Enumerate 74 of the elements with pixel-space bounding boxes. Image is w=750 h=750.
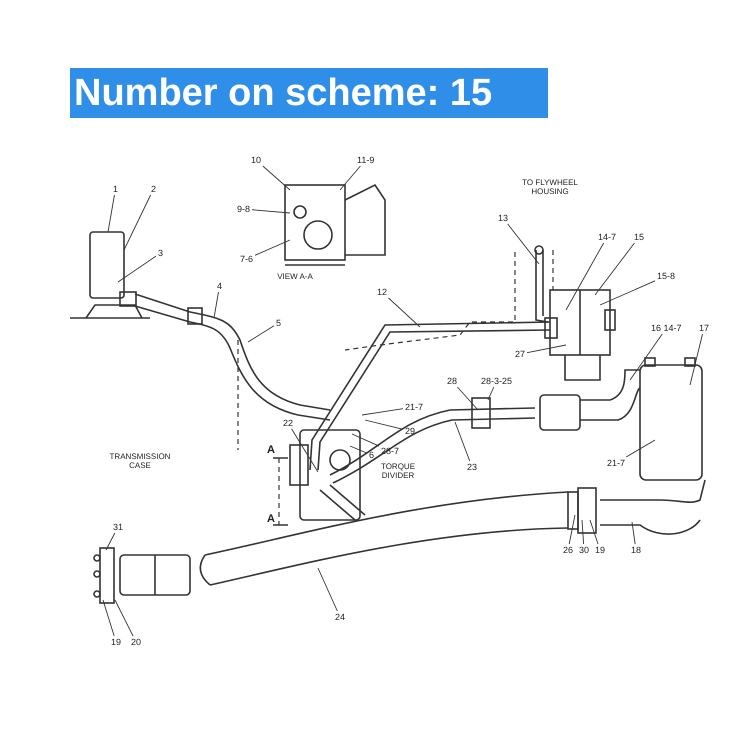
leader-line	[102, 600, 115, 636]
callout-number: 21-7	[606, 458, 626, 468]
callout-number: 7-6	[239, 254, 254, 264]
leader-line	[350, 446, 368, 454]
leader-line	[590, 520, 598, 544]
callout-number: 19	[110, 637, 122, 647]
callout-number: 2	[150, 184, 158, 194]
section-mark: A	[266, 515, 276, 524]
leader-line	[364, 420, 404, 430]
leader-line	[626, 440, 656, 458]
callout-number: 28	[446, 376, 458, 386]
callout-number: 18	[630, 545, 642, 555]
leader-line	[507, 224, 540, 264]
leader-line	[566, 242, 604, 310]
callout-number: 17	[698, 323, 710, 333]
callout-number: 22	[282, 418, 294, 428]
callout-number: 29	[404, 426, 416, 436]
leader-line	[106, 532, 116, 550]
callout-number: 26	[562, 545, 574, 555]
callout-number: 3	[157, 248, 164, 258]
leader-line	[632, 522, 636, 544]
callout-number: 4	[216, 281, 224, 291]
callout-number: 21-7	[404, 402, 424, 412]
callout-number: 6	[368, 450, 376, 460]
part-label: TORQUE DIVIDER	[380, 462, 416, 480]
part-label: TRANSMISSION CASE	[108, 452, 172, 470]
leader-line	[690, 334, 703, 386]
callout-number: 5	[275, 318, 282, 328]
leader-line	[248, 325, 274, 342]
callout-number: 1	[112, 184, 120, 194]
leader-line	[291, 428, 318, 472]
diagram-title: Number on scheme: 15	[70, 68, 548, 118]
leader-line	[488, 386, 494, 400]
leader-line	[594, 242, 635, 296]
leader-line	[108, 194, 115, 232]
leader-line	[262, 166, 290, 190]
leader-line	[340, 166, 361, 190]
leader-line	[582, 520, 584, 544]
leader-line	[568, 514, 576, 544]
callout-number: 31	[112, 522, 124, 532]
callout-number: 24	[334, 612, 346, 622]
callout-number: 10	[250, 155, 262, 165]
callout-number: 12	[376, 287, 388, 297]
leader-line	[252, 209, 290, 214]
leader-line	[118, 256, 156, 282]
leader-line	[388, 298, 420, 328]
callout-number: 19	[594, 545, 606, 555]
leader-line	[362, 408, 404, 416]
callout-number: 15	[633, 232, 646, 242]
callout-number: 14-7	[597, 232, 618, 242]
leader-line	[114, 600, 134, 636]
callout-number: 9-8	[236, 204, 252, 214]
view-label: VIEW A-A	[276, 272, 314, 281]
callout-number: 23	[466, 462, 478, 472]
leader-line	[124, 194, 152, 250]
leader-line	[254, 240, 290, 256]
callout-number: 11-9	[356, 155, 376, 165]
callout-number: 13	[497, 213, 510, 223]
callout-number: 27	[514, 349, 526, 359]
leader-line	[526, 344, 566, 354]
callout-number: 20	[130, 637, 142, 647]
callout-number: 28-3-25	[480, 376, 514, 386]
section-mark: A	[266, 446, 276, 455]
callout-number: 15-8	[656, 271, 676, 281]
leader-line	[214, 292, 219, 318]
part-label: TO FLYWHEEL HOUSING	[521, 178, 579, 196]
leader-line	[352, 434, 380, 447]
callout-number: 16 14-7	[650, 323, 683, 333]
leader-line	[456, 386, 478, 410]
leader-line	[454, 422, 470, 462]
callout-number: 30	[578, 545, 590, 555]
leader-line	[630, 334, 663, 380]
leader-line	[600, 280, 656, 306]
leader-line	[318, 568, 338, 612]
